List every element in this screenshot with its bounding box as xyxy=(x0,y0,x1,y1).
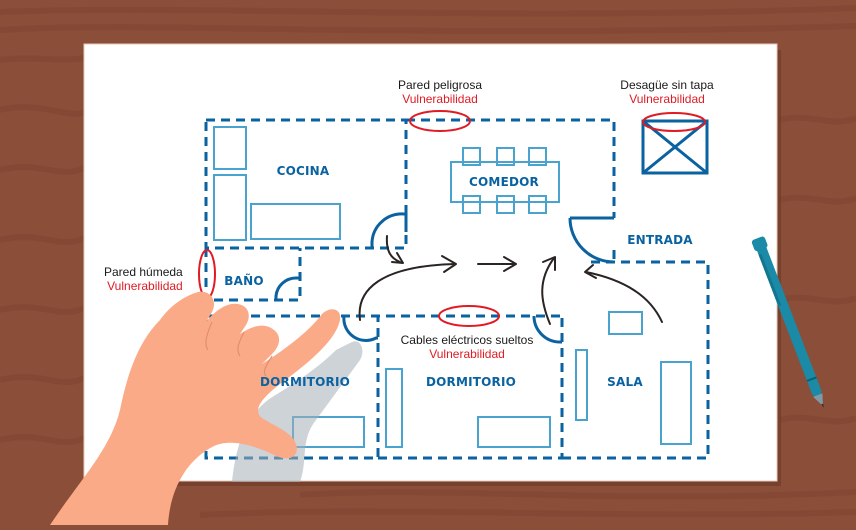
hazard-title: Pared peligrosa xyxy=(397,78,483,92)
chair xyxy=(462,195,481,214)
bed-dormitorio2 xyxy=(477,416,551,448)
pen-icon xyxy=(751,236,824,408)
marker-pared-peligrosa xyxy=(409,110,471,132)
door-cocina xyxy=(370,212,408,248)
hazard-label-pared-peligrosa: Pared peligrosa Vulnerabilidad xyxy=(398,78,482,106)
wall-sala xyxy=(562,260,710,460)
marker-desague xyxy=(642,112,706,132)
hazard-title: Desagüe sin tapa xyxy=(620,78,714,92)
hazard-title: Cables eléctricos sueltos xyxy=(400,333,534,347)
wall-bano xyxy=(204,248,302,302)
hazard-label-pared-humeda: Pared húmeda Vulnerabilidad xyxy=(104,265,183,293)
arrow-from-cocina xyxy=(385,235,401,263)
tv-stand xyxy=(608,311,643,335)
hazard-tag: Vulnerabilidad xyxy=(107,279,183,293)
wall-comedor xyxy=(406,118,616,218)
arrow-from-sala xyxy=(585,271,663,323)
room-label-comedor: COMEDOR xyxy=(469,175,539,189)
hand xyxy=(50,291,341,525)
door-dormitorio1 xyxy=(342,315,378,342)
chair xyxy=(496,147,515,166)
room-label-sala: SALA xyxy=(607,375,643,389)
chair xyxy=(462,147,481,166)
arrow-from-dormitorio2 xyxy=(541,257,555,325)
counter-bottom xyxy=(250,203,341,240)
chair xyxy=(528,147,547,166)
doors xyxy=(274,212,615,344)
dining-table xyxy=(450,161,560,203)
hazard-label-desague: Desagüe sin tapa Vulnerabilidad xyxy=(620,78,713,106)
counter-left xyxy=(213,174,247,241)
hazard-tag: Vulnerabilidad xyxy=(402,92,478,106)
arrow-from-dormitorio1 xyxy=(358,263,456,321)
vulnerability-markers xyxy=(198,110,706,327)
marker-cables xyxy=(438,305,500,327)
hazard-tag: Vulnerabilidad xyxy=(629,92,705,106)
chair xyxy=(496,195,515,214)
shelf-sala xyxy=(575,349,588,421)
door-entrada xyxy=(568,216,615,264)
chair xyxy=(528,195,547,214)
evacuation-arrows xyxy=(358,235,663,325)
sofa xyxy=(660,361,692,445)
furniture xyxy=(213,126,692,448)
hazard-label-cables: Cables eléctricos sueltos Vulnerabilidad xyxy=(401,333,534,361)
hazard-title: Pared húmeda xyxy=(104,265,183,279)
hazard-tag: Vulnerabilidad xyxy=(429,347,505,361)
wood-table xyxy=(0,5,856,518)
fridge xyxy=(213,126,247,170)
room-label-bano: BAÑO xyxy=(224,274,264,288)
door-bano xyxy=(274,276,300,300)
wardrobe-dormitorio2 xyxy=(385,368,403,448)
room-label-dormitorio-1: DORMITORIO xyxy=(259,375,351,389)
room-label-entrada: ENTRADA xyxy=(627,233,693,247)
room-label-dormitorio-2: DORMITORIO xyxy=(425,375,517,389)
door-dormitorio2 xyxy=(532,315,562,344)
wall-cocina xyxy=(204,118,408,250)
room-label-cocina: COCINA xyxy=(276,164,330,178)
